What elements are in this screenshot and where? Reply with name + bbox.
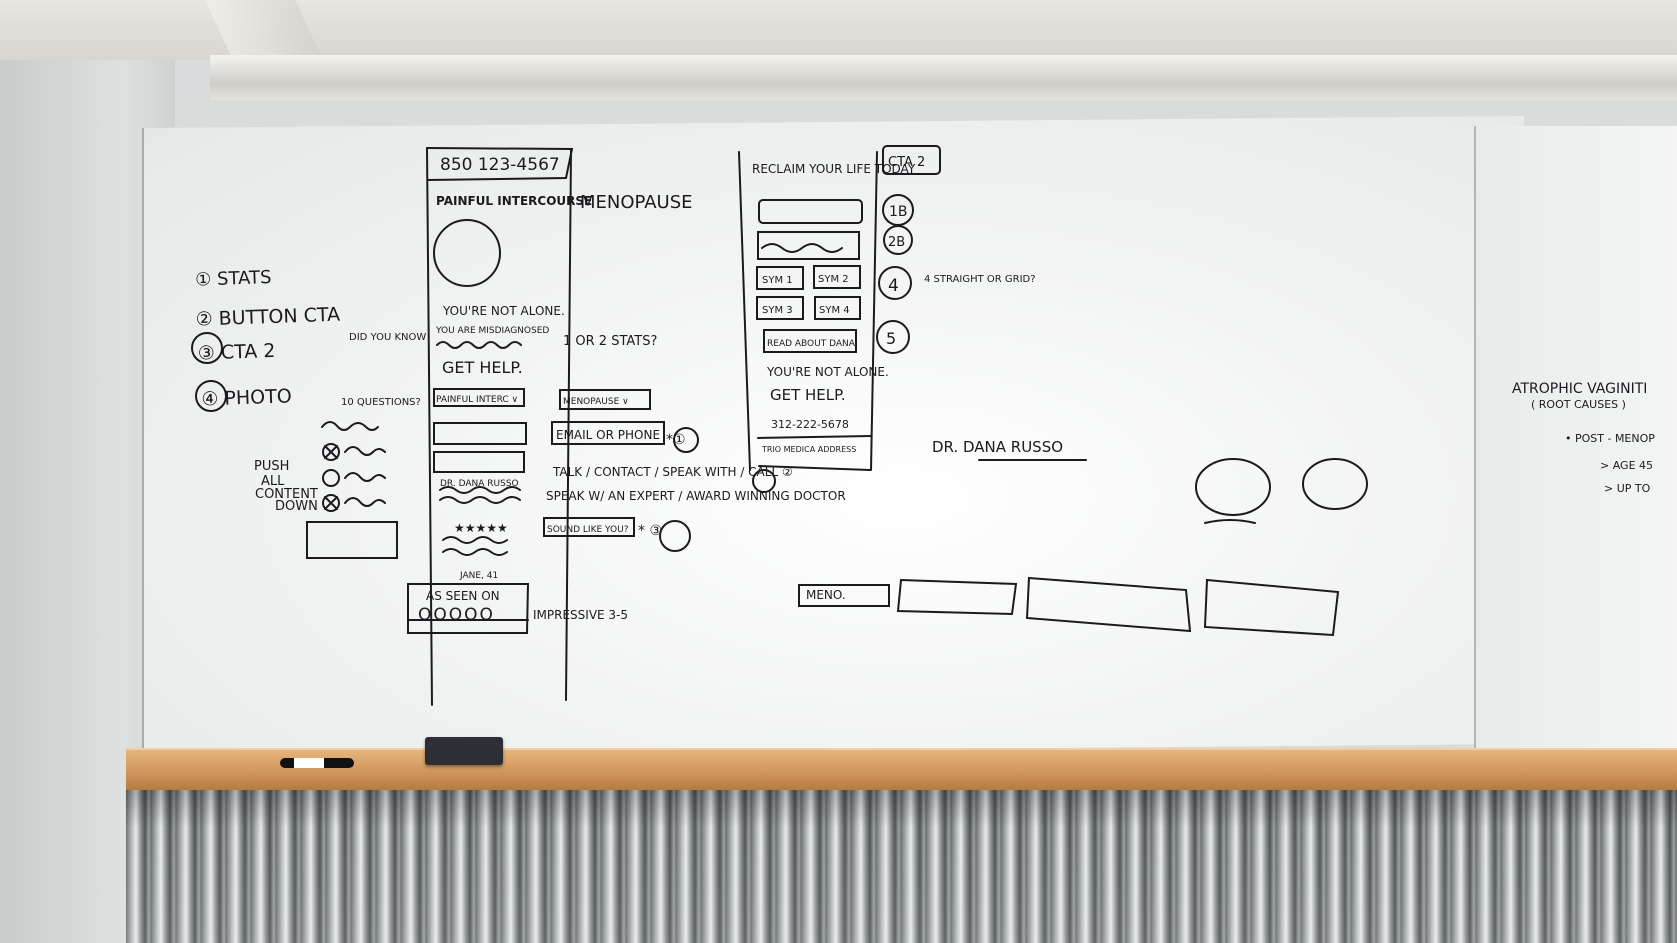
questions-note: 10 QUESTIONS? [341, 397, 421, 408]
phone1-as-seen-on: AS SEEN ON [426, 589, 500, 603]
phone1-stars: ★★★★★ [454, 521, 508, 535]
phone1-not-alone: YOU'RE NOT ALONE. [442, 304, 565, 318]
phone2-sym1: SYM 1 [762, 275, 793, 286]
far-right-sub: ( ROOT CAUSES ) [1531, 398, 1626, 411]
push-note-3: CONTENT [255, 487, 318, 502]
phone2-read-about: READ ABOUT DANA [767, 339, 856, 349]
note-2b: 2B [888, 235, 905, 250]
menopause-dropdown: MENOPAUSE ∨ [563, 397, 629, 407]
impressive-note: IMPRESSIVE 3-5 [533, 608, 628, 622]
note-4: 4 [888, 276, 899, 296]
phone2-sym3: SYM 3 [762, 305, 793, 316]
phone2-phone: 312-222-5678 [771, 418, 849, 431]
push-note-2: ALL [261, 474, 285, 489]
phone1-logos: OOOOO [418, 605, 495, 625]
list-item-stats: ① STATS [195, 267, 272, 291]
sound-mark: * ③ [638, 523, 662, 539]
push-note-1: PUSH [254, 459, 289, 474]
corrugated-metal-wainscot [126, 790, 1677, 943]
phone2-headline: RECLAIM YOUR LIFE TODAY [752, 162, 916, 176]
list-item-photo: ④ PHOTO [201, 385, 292, 410]
push-note-4: DOWN [275, 499, 318, 514]
phone1-signature: JANE, 41 [459, 571, 498, 581]
far-right-b1: • POST - MENOP [1565, 432, 1655, 445]
sound-like-you: SOUND LIKE YOU? [547, 525, 629, 535]
speak-note: SPEAK W/ AN EXPERT / AWARD WINNING DOCTO… [546, 489, 846, 503]
note-5: 5 [886, 329, 896, 348]
email-note: EMAIL OR PHONE [556, 428, 660, 442]
list-item-button-cta: ② BUTTON CTA [195, 304, 340, 331]
phone1-misdiagnosed: YOU ARE MISDIAGNOSED [435, 326, 549, 336]
phone2-sym2: SYM 2 [818, 274, 849, 285]
phone1-doctor: DR. DANA RUSSO [440, 479, 519, 489]
phone2-get-help: GET HELP. [770, 386, 846, 404]
far-right-b3: > UP TO [1604, 482, 1651, 495]
phone2-sym4: SYM 4 [819, 305, 850, 316]
marker-tray [126, 748, 1677, 792]
talk-note: TALK / CONTACT / SPEAK WITH / CALL ② [552, 465, 793, 479]
phone1-dropdown: PAINFUL INTERC ∨ [436, 395, 518, 405]
note-1b: 1B [889, 204, 908, 220]
email-mark: *① [666, 432, 686, 448]
crown-molding [210, 55, 1677, 105]
stats-note: 1 OR 2 STATS? [563, 334, 657, 349]
straight-or-grid: 4 STRAIGHT OR GRID? [924, 274, 1036, 285]
phone1-header: 850 123-4567 [440, 155, 560, 175]
right-doctor-name: DR. DANA RUSSO [932, 438, 1063, 456]
dry-erase-marker [280, 758, 354, 768]
far-right-title: ATROPHIC VAGINITI [1512, 381, 1647, 397]
phone2-footer: TRIO MEDICA ADDRESS [761, 445, 856, 454]
far-right-b2: > AGE 45 [1600, 459, 1653, 472]
meno-label: MENO. [806, 588, 846, 602]
whiteboard-right-panel [1474, 126, 1677, 751]
did-you-know-note: DID YOU KNOW [349, 332, 426, 343]
metal-shadow [126, 790, 1677, 943]
cta2-label: CTA 2 [888, 155, 925, 170]
eraser [425, 737, 503, 765]
phone1-get-help: GET HELP. [442, 358, 523, 377]
list-item-cta2: ③ CTA 2 [197, 340, 275, 365]
phone2-not-alone: YOU'RE NOT ALONE. [766, 365, 889, 379]
menopause-note: MENOPAUSE [580, 192, 693, 213]
phone1-headline: PAINFUL INTERCOURSE [436, 194, 592, 208]
